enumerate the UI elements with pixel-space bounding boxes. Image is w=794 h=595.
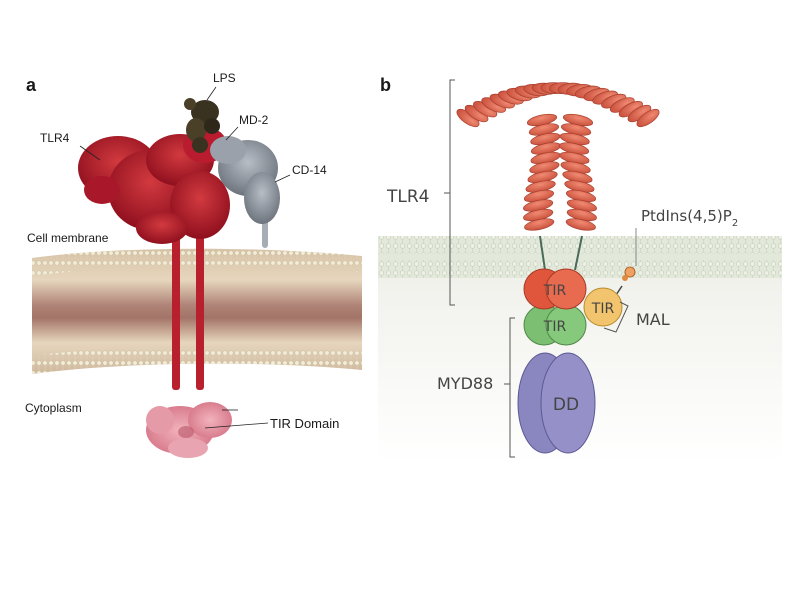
panel-a: a (25, 71, 362, 458)
label-cd14: CD-14 (292, 163, 327, 177)
dd-domain (517, 352, 596, 454)
label-mal: MAL (636, 310, 670, 329)
myd88-tir-domain (523, 304, 587, 346)
label-myd88: MYD88 (437, 374, 493, 393)
panel-a-letter: a (26, 75, 37, 95)
lrr-repeat-arc-21 (636, 108, 660, 128)
tlr4-transmembrane-stalks (172, 200, 268, 390)
label-tir-domain: TIR Domain (270, 416, 339, 431)
panel-b-brackets (444, 79, 629, 458)
label-tir-red: TIR (543, 283, 567, 299)
panel-b-letter: b (380, 75, 391, 95)
ptdins-lipid (613, 228, 637, 299)
label-lps: LPS (213, 71, 236, 85)
lrr-repeat-col-right-11 (565, 218, 596, 231)
cd14-md2-structure (210, 136, 280, 224)
tlr4-ectodomain (456, 82, 660, 231)
panel-b: b (378, 75, 782, 463)
tlr4-stalks-b (539, 235, 583, 271)
lps-molecule (184, 98, 220, 153)
label-md2: MD-2 (239, 113, 269, 127)
panel-a-leader-lines (79, 86, 291, 429)
label-cytoplasm: Cytoplasm (25, 401, 82, 415)
mal-tir-domain (583, 287, 623, 327)
label-tir-green: TIR (543, 319, 567, 335)
tlr4-tir-domain (523, 268, 587, 310)
lrr-repeat-col-left-11 (524, 218, 555, 231)
label-tlr4-a: TLR4 (40, 131, 70, 145)
tir-domain-structure (146, 402, 232, 458)
label-ptdins: PtdIns(4,5)P2 (641, 207, 738, 229)
label-tlr4-b: TLR4 (386, 187, 429, 207)
label-dd: DD (553, 395, 579, 415)
label-tir-yellow: TIR (591, 301, 615, 317)
label-cell-membrane: Cell membrane (27, 231, 109, 245)
